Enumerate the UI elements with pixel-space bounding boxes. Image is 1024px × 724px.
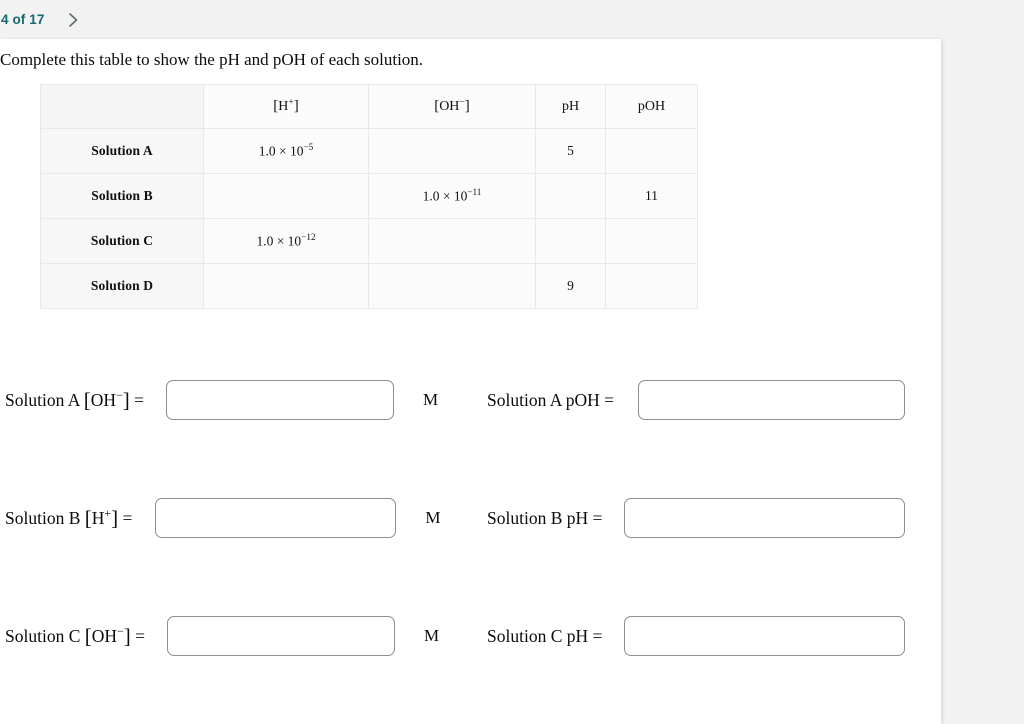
solution-b-ph-input[interactable] <box>624 498 906 538</box>
solution-name: Solution A <box>91 143 153 158</box>
answer-species-charge: − <box>116 387 123 402</box>
answer-left-group: Solution B [H+] = M <box>5 498 440 538</box>
answer-species-charge: − <box>117 623 124 638</box>
table-header-poh: pOH <box>605 84 698 129</box>
solution-name: Solution B <box>91 188 153 203</box>
unit-molar: M <box>424 626 440 645</box>
solution-c-oh-input[interactable] <box>167 616 395 656</box>
answer-label: Solution A pOH = <box>487 389 615 410</box>
answer-row: Solution A [OH−] = M Solution A pOH = <box>0 379 941 421</box>
cell-ph: 5 <box>535 128 606 174</box>
table-row: Solution D 9 <box>40 263 698 309</box>
question-counter: 4 of 17 <box>1 12 45 27</box>
answer-species: OH <box>91 625 118 646</box>
solution-a-poh-input[interactable] <box>638 380 906 420</box>
row-label-cell: Solution B <box>40 173 204 219</box>
question-nav-bar: 4 of 17 <box>0 0 1024 39</box>
solution-name: Solution D <box>90 278 154 293</box>
cell-ph: 9 <box>535 263 606 309</box>
oh-charge-sup: − <box>459 97 465 108</box>
answer-label-prefix: Solution B <box>5 507 85 528</box>
table-header-h-concentration: [H+] <box>203 84 369 129</box>
question-content-card: Complete this table to show the pH and p… <box>0 39 941 724</box>
question-prompt: Complete this table to show the pH and p… <box>0 50 424 69</box>
solution-b-h-input[interactable] <box>155 498 397 538</box>
answer-label: Solution C [OH−] = <box>5 623 145 648</box>
unit-molar: M <box>423 390 439 409</box>
oh-symbol: OH <box>439 99 460 115</box>
answer-right-group: Solution A pOH = <box>487 380 906 420</box>
cell-poh <box>605 263 698 309</box>
answer-left-group: Solution A [OH−] = M <box>5 380 438 420</box>
answer-label: Solution B pH = <box>487 507 603 528</box>
cell-h-concentration: 1.0 × 10−12 <box>203 218 369 264</box>
answer-label: Solution C pH = <box>487 625 603 646</box>
cell-oh-concentration <box>368 128 536 174</box>
ph-poh-table: [H+] [OH−] pH pOH Solution A 1.0 × 10−5 <box>40 84 698 309</box>
row-label-cell: Solution D <box>40 263 204 309</box>
cell-oh-concentration <box>368 218 536 264</box>
cell-oh-concentration: 1.0 × 10−11 <box>368 173 536 219</box>
answer-left-group: Solution C [OH−] = M <box>5 616 439 656</box>
ph-header-label: pH <box>561 99 580 114</box>
solution-c-ph-input[interactable] <box>624 616 906 656</box>
answer-row: Solution B [H+] = M Solution B pH = <box>0 497 941 539</box>
answer-label-prefix: Solution A <box>5 389 84 410</box>
value-exponent: −5 <box>303 142 314 153</box>
row-label-cell: Solution A <box>40 128 204 174</box>
solution-a-oh-input[interactable] <box>166 380 395 420</box>
answer-label-prefix: Solution C <box>5 625 85 646</box>
cell-poh <box>605 128 698 174</box>
solution-name: Solution C <box>90 233 154 248</box>
cell-poh: 11 <box>605 173 698 219</box>
answer-right-group: Solution C pH = <box>487 616 906 656</box>
value-exponent: −11 <box>467 187 482 198</box>
h-symbol: H <box>278 99 289 115</box>
table-row: Solution C 1.0 × 10−12 <box>40 218 698 264</box>
answer-label: Solution A [OH−] = <box>5 387 145 412</box>
answer-right-group: Solution B pH = <box>487 498 906 538</box>
answer-label-suffix: = <box>129 389 145 410</box>
table-row: Solution B 1.0 × 10−11 11 <box>40 173 698 219</box>
answer-species: OH <box>90 389 117 410</box>
answer-species-charge: + <box>104 505 112 520</box>
value-exponent: −12 <box>301 232 316 243</box>
poh-header-label: pOH <box>637 99 666 114</box>
answer-row: Solution C [OH−] = M Solution C pH = <box>0 615 941 657</box>
cell-h-concentration: 1.0 × 10−5 <box>203 128 369 174</box>
table-header-oh-concentration: [OH−] <box>368 84 536 129</box>
h-charge-sup: + <box>288 97 294 108</box>
table-header-row: [H+] [OH−] pH pOH <box>40 84 698 129</box>
value-mantissa: 1.0 × 10 <box>258 143 304 159</box>
cell-ph <box>535 173 606 219</box>
cell-h-concentration <box>203 263 369 309</box>
answer-species: H <box>91 507 105 528</box>
table-header-blank <box>40 84 204 129</box>
answer-label: Solution B [H+] = <box>5 505 133 530</box>
unit-molar: M <box>425 508 441 527</box>
cell-oh-concentration <box>368 263 536 309</box>
table-header-ph: pH <box>535 84 606 129</box>
chevron-right-icon[interactable] <box>66 11 80 29</box>
cell-ph <box>535 218 606 264</box>
value-mantissa: 1.0 × 10 <box>422 188 468 204</box>
answer-label-suffix: = <box>130 625 145 646</box>
table-row: Solution A 1.0 × 10−5 5 <box>40 128 698 174</box>
row-label-cell: Solution C <box>40 218 204 264</box>
value-mantissa: 1.0 × 10 <box>256 233 302 249</box>
answer-label-suffix: = <box>118 507 133 528</box>
cell-poh <box>605 218 698 264</box>
cell-h-concentration <box>203 173 369 219</box>
